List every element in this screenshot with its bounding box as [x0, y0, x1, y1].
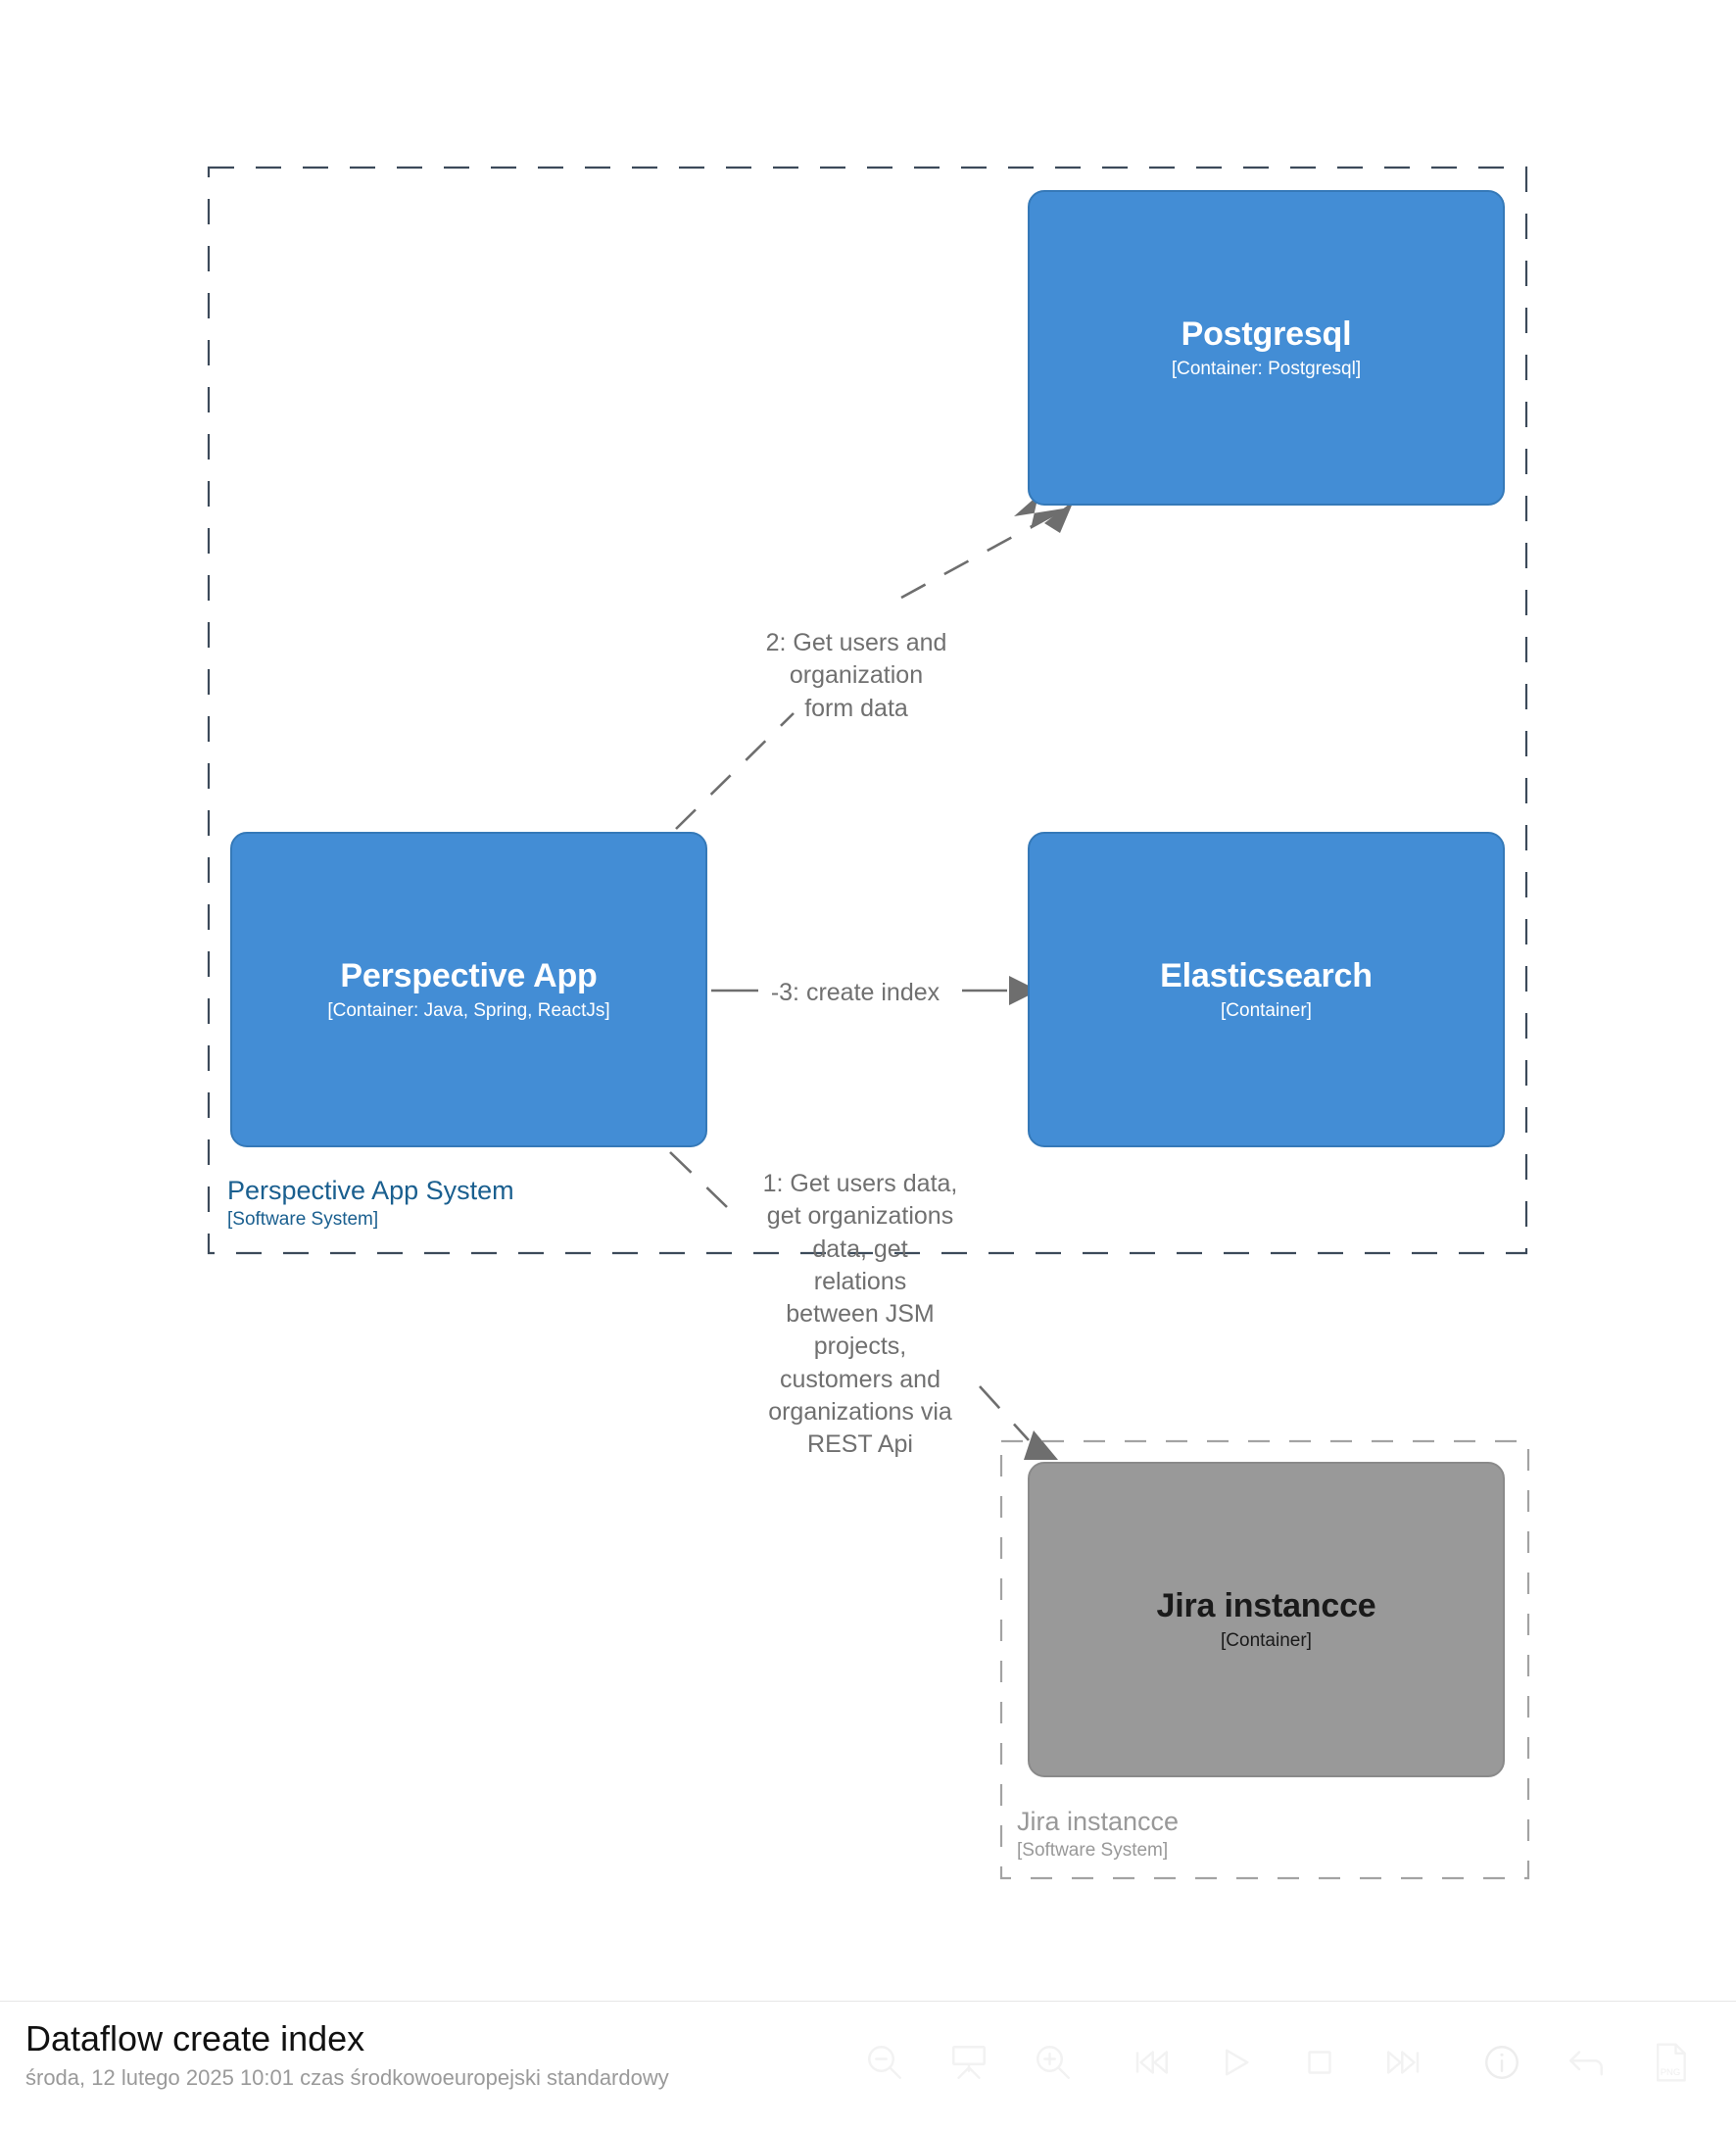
node-perspective-app[interactable]: Perspective App [Container: Java, Spring… [230, 832, 707, 1147]
node-technology: [Container: Java, Spring, ReactJs] [327, 999, 610, 1021]
toolbar-divider [1095, 2062, 1109, 2063]
diagram-toolbar: PNG [843, 2025, 1712, 2100]
skip-forward-icon [1383, 2042, 1424, 2083]
zoom-controls-group [843, 2025, 1095, 2100]
boundary-perspective-app-system [207, 166, 1528, 1255]
zoom-in-button[interactable] [1011, 2025, 1095, 2100]
zoom-out-button[interactable] [843, 2025, 927, 2100]
arrowhead-rel-2 [1014, 495, 1070, 529]
diagram-timestamp: środa, 12 lutego 2025 10:01 czas środkow… [25, 2064, 669, 2090]
node-name: Elasticsearch [1160, 956, 1373, 994]
node-name: Postgresql [1181, 315, 1352, 353]
arrowhead-rel-1 [1024, 1430, 1058, 1460]
skip-forward-button[interactable] [1362, 2025, 1446, 2100]
export-png-button[interactable]: PNG [1628, 2025, 1712, 2100]
connector-rel-1 [669, 1151, 1058, 1460]
node-name: Jira instancce [1156, 1586, 1376, 1624]
boundary-jira-instancce [999, 1439, 1530, 1880]
png-label: PNG [1661, 2067, 1681, 2078]
node-technology: [Container: Postgresql] [1171, 358, 1362, 379]
zoom-in-icon [1033, 2042, 1074, 2083]
relationship-label-1: 1: Get users data, get organizations dat… [762, 1170, 958, 1458]
play-icon [1215, 2042, 1256, 2083]
node-name: Perspective App [340, 956, 598, 994]
boundary-label-jira-instancce: Jira instancce [Software System] [1017, 1807, 1179, 1862]
play-button[interactable] [1193, 2025, 1278, 2100]
zoom-out-icon [864, 2042, 905, 2083]
arrowhead-rel-3 [1009, 976, 1038, 1005]
connector-rel-3 [711, 976, 1038, 1005]
info-icon [1481, 2042, 1522, 2083]
relationship-label-3: -3: create index [770, 979, 940, 1006]
stop-icon [1299, 2042, 1340, 2083]
back-button[interactable] [1544, 2025, 1628, 2100]
easel-icon [948, 2042, 989, 2083]
png-file-icon: PNG [1649, 2041, 1692, 2084]
stop-button[interactable] [1278, 2025, 1362, 2100]
fit-to-screen-button[interactable] [927, 2025, 1011, 2100]
boundary-name: Jira instancce [1017, 1807, 1180, 1836]
node-jira-instancce[interactable]: Jira instancce [Container] [1028, 1462, 1505, 1777]
node-technology: [Container] [1221, 1629, 1312, 1651]
footer-bar: Dataflow create index środa, 12 lutego 2… [0, 2001, 1736, 2130]
actions-group: PNG [1460, 2025, 1712, 2100]
boundary-type: [Software System] [1017, 1839, 1169, 1861]
relationship-label-2: 2: Get users and organization form data [765, 629, 947, 722]
back-arrow-icon [1566, 2042, 1607, 2083]
skip-back-icon [1131, 2042, 1172, 2083]
boundary-label-perspective-app-system: Perspective App System [Software System] [227, 1176, 514, 1231]
playback-controls-group [1109, 2025, 1446, 2100]
node-postgresql[interactable]: Postgresql [Container: Postgresql] [1028, 190, 1505, 506]
toolbar-divider [1446, 2062, 1460, 2063]
footer-text-block: Dataflow create index środa, 12 lutego 2… [25, 2017, 669, 2091]
boundary-name: Perspective App System [227, 1176, 514, 1205]
diagram-title: Dataflow create index [25, 2018, 365, 2058]
boundary-type: [Software System] [227, 1208, 379, 1230]
connector-rel-2 [675, 495, 1074, 830]
info-button[interactable] [1460, 2025, 1544, 2100]
node-technology: [Container] [1221, 999, 1312, 1021]
skip-back-button[interactable] [1109, 2025, 1193, 2100]
node-elasticsearch[interactable]: Elasticsearch [Container] [1028, 832, 1505, 1147]
